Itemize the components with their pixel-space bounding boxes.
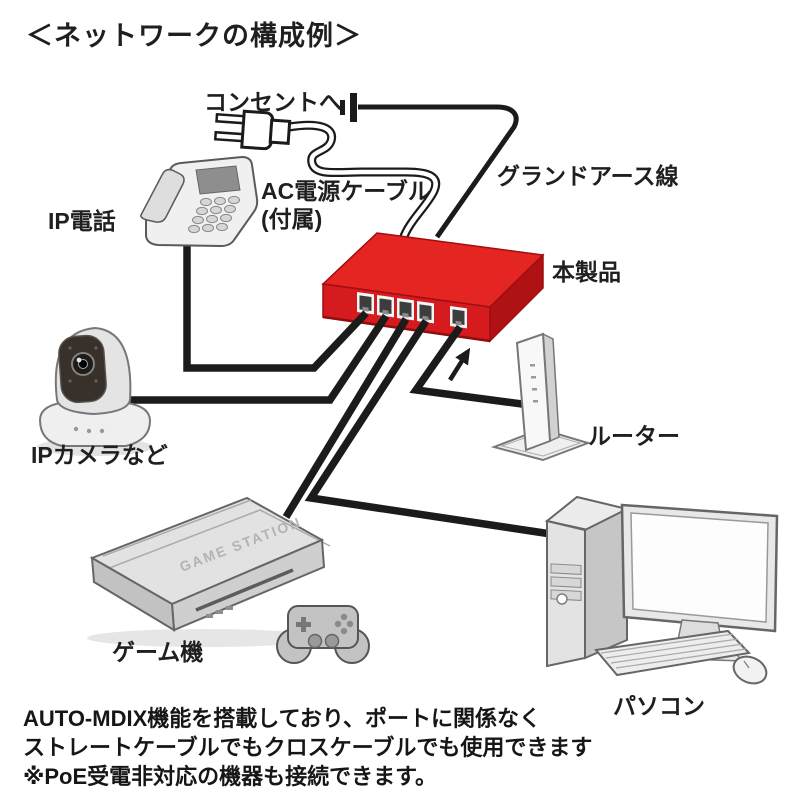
label-ip-phone: IP電話 bbox=[48, 208, 116, 234]
label-ac-cable: AC電源ケーブル(付属) bbox=[261, 177, 431, 233]
label-router: ルーター bbox=[588, 423, 680, 449]
ip-phone-illustration bbox=[140, 155, 259, 248]
lan-cable-pc bbox=[304, 318, 552, 538]
label-ac-cable-line1: AC電源ケーブル bbox=[261, 178, 431, 204]
label-ground-wire: グランドアース線 bbox=[497, 163, 679, 189]
footer-line-2: ストレートケーブルでもクロスケーブルでも使用できます bbox=[23, 735, 593, 760]
page-title: ＜ネットワークの構成例＞ bbox=[26, 21, 362, 51]
game-controller-icon bbox=[276, 605, 370, 664]
footer-note: AUTO-MDIX機能を搭載しており、ポートに関係なく ストレートケーブルでもク… bbox=[23, 704, 592, 791]
pc-illustration bbox=[544, 495, 779, 685]
lan-cable-router bbox=[409, 324, 523, 408]
footer-line-3: ※PoE受電非対応の機器も接続できます。 bbox=[23, 764, 437, 789]
ground-symbol-icon bbox=[340, 93, 357, 122]
game-console-illustration: GAME STATION bbox=[87, 496, 331, 647]
lan-cable-ip-phone bbox=[183, 238, 369, 372]
label-outlet: コンセントへ bbox=[204, 89, 342, 115]
router-illustration bbox=[490, 332, 592, 462]
ip-camera-illustration bbox=[37, 326, 153, 456]
label-game-console: ゲーム機 bbox=[112, 639, 204, 665]
lan-port-1 bbox=[357, 292, 374, 315]
lan-cable-game-console bbox=[282, 317, 410, 519]
label-pc: パソコン bbox=[613, 693, 705, 719]
footer-line-1: AUTO-MDIX機能を搭載しており、ポートに関係なく bbox=[23, 706, 542, 731]
label-ac-cable-line2: (付属) bbox=[261, 206, 323, 232]
lan-port-5 bbox=[450, 306, 467, 329]
lan-port-4 bbox=[417, 301, 434, 324]
label-product: 本製品 bbox=[552, 259, 621, 285]
product-switch-illustration bbox=[321, 232, 545, 343]
lan-port-3 bbox=[397, 298, 414, 321]
label-ip-camera: IPカメラなど bbox=[31, 442, 168, 468]
lan-cable-ip-camera bbox=[130, 313, 390, 404]
uplink-arrow-icon bbox=[448, 347, 471, 382]
lan-port-2 bbox=[377, 295, 394, 318]
power-plug-icon bbox=[213, 109, 292, 151]
ground-wire bbox=[358, 104, 519, 239]
ac-power-cable bbox=[284, 120, 441, 244]
